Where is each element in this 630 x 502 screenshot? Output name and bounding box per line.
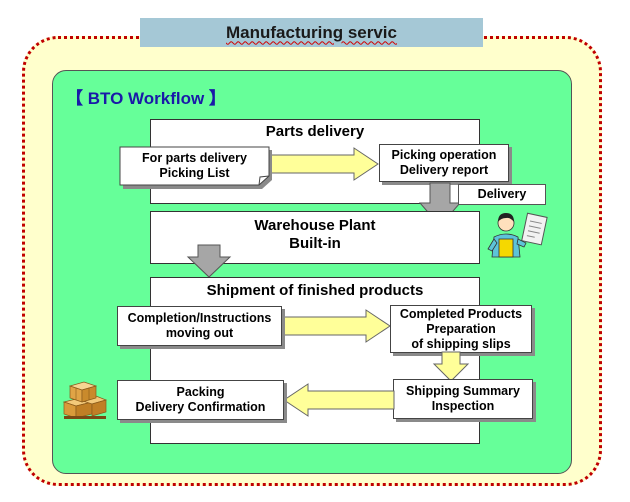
delivery-label-text: Delivery bbox=[477, 187, 527, 201]
arrow-completion-to-products bbox=[279, 309, 391, 343]
warehouse-title: Warehouse Plant Built-in bbox=[150, 217, 480, 253]
arrow-products-to-summary bbox=[432, 351, 470, 382]
picking-operation-box: Picking operation Delivery report bbox=[379, 144, 509, 182]
picking-operation-line-1: Picking operation bbox=[391, 148, 497, 162]
completed-products-line-1: Completed Products bbox=[399, 306, 523, 321]
page-title-text: Manufacturing servic bbox=[226, 22, 397, 42]
arrow-summary-to-packing bbox=[283, 383, 395, 417]
completion-line-2: moving out bbox=[165, 326, 234, 340]
arrow-warehouse-to-shipment bbox=[186, 244, 232, 278]
shipping-summary-line-1: Shipping Summary bbox=[406, 384, 520, 398]
shipment-title: Shipment of finished products bbox=[206, 282, 424, 299]
delivery-label: Delivery bbox=[458, 184, 546, 205]
picking-list-line-1: For parts delivery bbox=[142, 151, 247, 165]
picking-list-line-2: Picking List bbox=[159, 166, 230, 180]
completed-products-line-2: Preparation bbox=[426, 321, 496, 336]
page-title: Manufacturing servic bbox=[140, 18, 483, 47]
warehouse-title-line-2: Built-in bbox=[289, 235, 341, 252]
completion-box: Completion/Instructions moving out bbox=[117, 306, 282, 346]
warehouse-title-line-1: Warehouse Plant bbox=[254, 217, 376, 234]
completed-products-line-3: of shipping slips bbox=[411, 336, 511, 351]
picking-list-document: For parts delivery Picking List bbox=[119, 146, 272, 189]
cardboard-boxes-icon bbox=[62, 381, 108, 419]
picking-operation-line-2: Delivery report bbox=[399, 163, 489, 177]
parts-delivery-title: Parts delivery bbox=[265, 123, 365, 140]
packing-line-2: Delivery Confirmation bbox=[135, 400, 266, 414]
shipping-summary-box: Shipping Summary Inspection bbox=[393, 379, 533, 419]
packing-line-1: Packing bbox=[176, 385, 225, 399]
arrow-picking-to-operation bbox=[267, 147, 379, 181]
shipping-summary-line-2: Inspection bbox=[431, 399, 495, 413]
completed-products-box: Completed Products Preparation of shippi… bbox=[390, 305, 532, 353]
packing-box: Packing Delivery Confirmation bbox=[117, 380, 284, 420]
worker-with-clipboard-icon bbox=[487, 212, 548, 258]
workflow-title: 【 BTO Workflow 】 bbox=[66, 89, 226, 108]
completion-line-1: Completion/Instructions bbox=[127, 311, 272, 325]
